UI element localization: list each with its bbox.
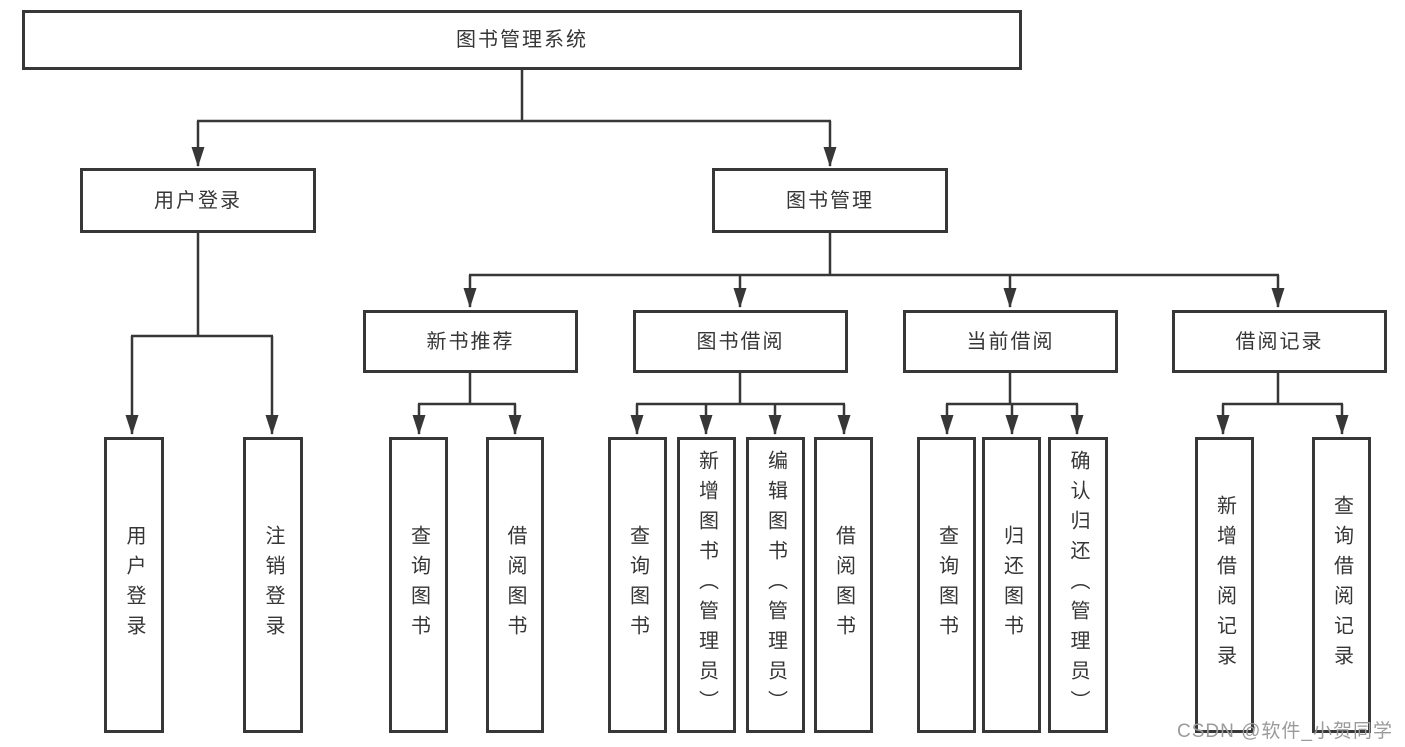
leaf-records-add-record: 新增借阅记录: [1195, 437, 1254, 733]
leaf-current-return-book: 归还图书: [982, 437, 1041, 733]
node-label: 图书管理: [786, 189, 874, 212]
node-book-management: 图书管理: [712, 168, 948, 233]
node-label: 借阅记录: [1235, 330, 1324, 353]
leaf-recommend-borrow-book: 借阅图书: [486, 437, 544, 733]
node-current-borrowing: 当前借阅: [903, 310, 1118, 373]
node-label: 新书推荐: [426, 330, 515, 353]
node-label: 新增借阅记录: [1213, 495, 1236, 675]
leaf-borrowing-borrow-book: 借阅图书: [814, 437, 873, 733]
node-label: 借阅图书: [504, 525, 526, 645]
node-label: 借阅图书: [832, 525, 855, 645]
leaf-recommend-query-book: 查询图书: [389, 437, 448, 733]
leaf-logout: 注销登录: [243, 437, 303, 733]
node-label: 查询图书: [935, 525, 958, 645]
node-label: 查询借阅记录: [1330, 495, 1353, 675]
node-label: 查询图书: [407, 525, 430, 645]
leaf-current-confirm-return-admin: 确认归还（管理员）: [1048, 437, 1108, 733]
node-label: 图书管理系统: [456, 29, 588, 51]
node-borrowing-records: 借阅记录: [1172, 310, 1387, 373]
leaf-borrowing-add-book-admin: 新增图书（管理员）: [677, 437, 736, 733]
leaf-user-login: 用户登录: [104, 437, 164, 733]
node-user-login: 用户登录: [80, 168, 316, 233]
node-label: 用户登录: [154, 189, 242, 212]
watermark: CSDN @软件_小贺同学: [1177, 721, 1393, 742]
node-label: 注销登录: [262, 525, 284, 645]
leaf-current-query-book: 查询图书: [917, 437, 976, 733]
node-label: 查询图书: [626, 525, 649, 645]
node-new-book-recommendation: 新书推荐: [363, 310, 578, 373]
node-label: 用户登录: [123, 525, 145, 645]
node-label: 归还图书: [1000, 525, 1023, 645]
node-label: 确认归还（管理员）: [1067, 450, 1089, 720]
leaf-borrowing-edit-book-admin: 编辑图书（管理员）: [746, 437, 805, 733]
node-label: 新增图书（管理员）: [695, 450, 718, 720]
node-label: 编辑图书（管理员）: [764, 450, 787, 720]
leaf-borrowing-query-book: 查询图书: [608, 437, 667, 733]
node-library-management-system: 图书管理系统: [22, 10, 1022, 70]
node-label: 图书借阅: [696, 330, 785, 353]
leaf-records-query-record: 查询借阅记录: [1312, 437, 1371, 733]
node-label: 当前借阅: [966, 330, 1055, 353]
node-book-borrowing: 图书借阅: [633, 310, 848, 373]
